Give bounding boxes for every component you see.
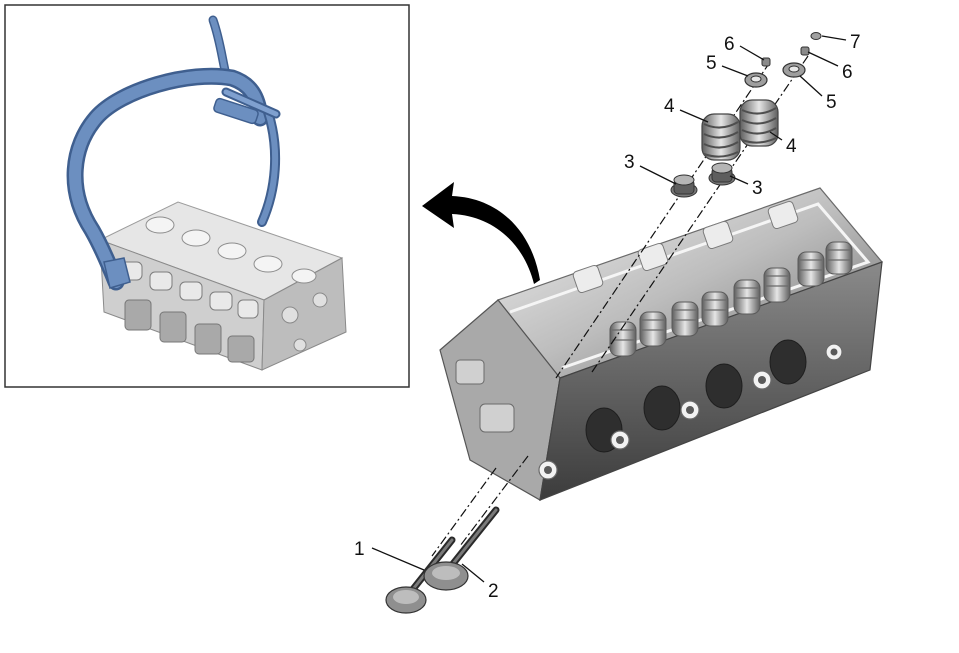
callout-5b: 5 xyxy=(826,92,837,113)
callout-4b: 4 xyxy=(786,136,797,157)
valve-key xyxy=(761,46,810,67)
curved-arrow-icon xyxy=(422,182,540,284)
valve-stem-cap xyxy=(810,32,822,40)
callout-2: 2 xyxy=(488,581,499,602)
valve-spring xyxy=(701,99,779,161)
callout-5a: 5 xyxy=(706,53,717,74)
callout-leaders xyxy=(371,35,847,583)
callout-labels: 1 2 3 3 4 4 5 5 6 6 7 xyxy=(354,32,861,602)
callout-7: 7 xyxy=(850,32,861,53)
callout-4a: 4 xyxy=(664,96,675,117)
callout-6b: 6 xyxy=(842,62,853,83)
valve-spring-compressor-icon xyxy=(66,15,281,291)
cylinder-head xyxy=(439,187,884,501)
callout-3b: 3 xyxy=(752,178,763,199)
callout-1: 1 xyxy=(354,539,365,560)
callout-6a: 6 xyxy=(724,34,735,55)
inset-cylinder-head xyxy=(98,201,347,371)
callout-3a: 3 xyxy=(624,152,635,173)
valve-2 xyxy=(423,506,500,591)
valve-spring-retainer xyxy=(744,62,806,88)
valve-stem-seal xyxy=(670,162,736,198)
inset-panel xyxy=(4,4,410,388)
